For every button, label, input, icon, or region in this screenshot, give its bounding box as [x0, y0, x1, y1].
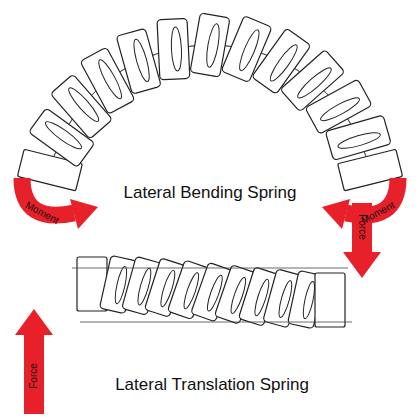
force-arrow: [15, 309, 53, 414]
coil: [116, 28, 161, 94]
title-label: Lateral Bending Spring: [124, 184, 297, 201]
title-label: Lateral Translation Spring: [115, 376, 309, 393]
arrow-shaft: [352, 203, 372, 253]
bending-spring: [17, 13, 402, 191]
center-line: [80, 322, 352, 323]
force-label: Force: [29, 363, 39, 389]
arrow-head: [343, 252, 381, 278]
arrow-head: [70, 199, 98, 229]
end-block: [315, 273, 345, 327]
arrow-head: [15, 309, 53, 335]
arrow-head: [322, 199, 350, 229]
moment-arrow: [22, 178, 98, 229]
center-line: [72, 268, 348, 269]
arrow-shaft: [24, 334, 44, 414]
force-label: Force: [357, 214, 367, 240]
coil: [157, 18, 190, 79]
translation-spring: [72, 255, 352, 328]
